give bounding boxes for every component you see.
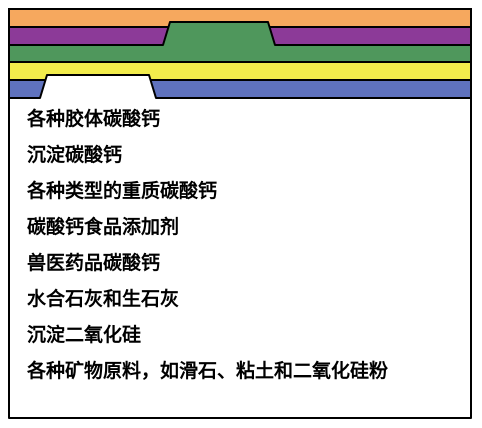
list-item: 沉淀碳酸钙 bbox=[27, 144, 123, 166]
list-item: 各种胶体碳酸钙 bbox=[27, 108, 161, 130]
list-item: 各种矿物原料，如滑石、粘土和二氧化硅粉 bbox=[27, 360, 389, 382]
list-item: 水合石灰和生石灰 bbox=[27, 288, 180, 310]
list-item: 兽医药品碳酸钙 bbox=[27, 252, 161, 274]
product-list: 各种胶体碳酸钙 沉淀碳酸钙 各种类型的重质碳酸钙 碳酸钙食品添加剂 兽医药品碳酸… bbox=[27, 106, 388, 394]
list-item: 碳酸钙食品添加剂 bbox=[27, 216, 180, 238]
list-item: 沉淀二氧化硅 bbox=[27, 324, 142, 346]
content-panel bbox=[8, 74, 472, 419]
list-item: 各种类型的重质碳酸钙 bbox=[27, 180, 218, 202]
